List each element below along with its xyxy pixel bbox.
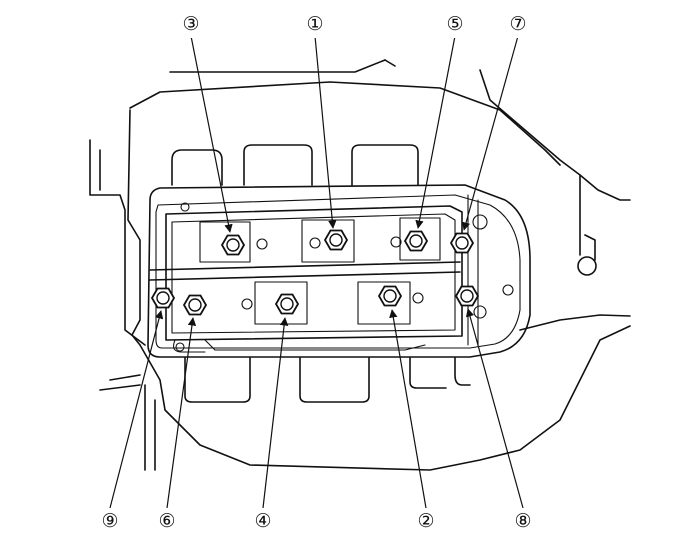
upper-journals xyxy=(171,144,419,186)
callout-labels: ① ② ③ ④ ⑤ ⑥ ⑦ ⑧ ⑨ xyxy=(93,12,540,534)
gasket-frame xyxy=(147,184,531,358)
callout-3: ③ xyxy=(182,13,199,35)
callout-8: ⑧ xyxy=(514,510,531,532)
callout-7: ⑦ xyxy=(509,13,526,35)
callout-4: ④ xyxy=(254,510,271,532)
engine-outline xyxy=(89,59,631,471)
cap-blocks xyxy=(199,217,441,325)
callout-6: ⑥ xyxy=(158,510,175,532)
bolt-9 xyxy=(150,287,176,309)
bolt-2 xyxy=(377,285,403,307)
leader-6 xyxy=(166,317,197,509)
bolt-7 xyxy=(449,232,475,254)
leader-7 xyxy=(461,35,519,231)
leader-4 xyxy=(262,317,289,509)
leader-1 xyxy=(314,35,337,229)
leader-lines xyxy=(109,35,524,509)
leader-9 xyxy=(109,310,164,509)
bolt-3 xyxy=(220,234,246,256)
callout-1: ① xyxy=(306,13,323,35)
bolt-1 xyxy=(323,229,349,251)
callout-5: ⑤ xyxy=(446,13,463,35)
leader-8 xyxy=(465,308,524,509)
bolts xyxy=(150,229,480,316)
callout-9: ⑨ xyxy=(101,510,118,532)
leader-2 xyxy=(389,309,427,509)
bolt-5 xyxy=(403,230,429,252)
leader-5 xyxy=(415,35,456,229)
lower-journals xyxy=(184,357,471,403)
callout-2: ② xyxy=(417,510,434,532)
leader-3 xyxy=(190,35,233,233)
bolt-4 xyxy=(274,293,300,315)
bolt-8 xyxy=(454,285,480,307)
bolt-6 xyxy=(182,294,208,316)
